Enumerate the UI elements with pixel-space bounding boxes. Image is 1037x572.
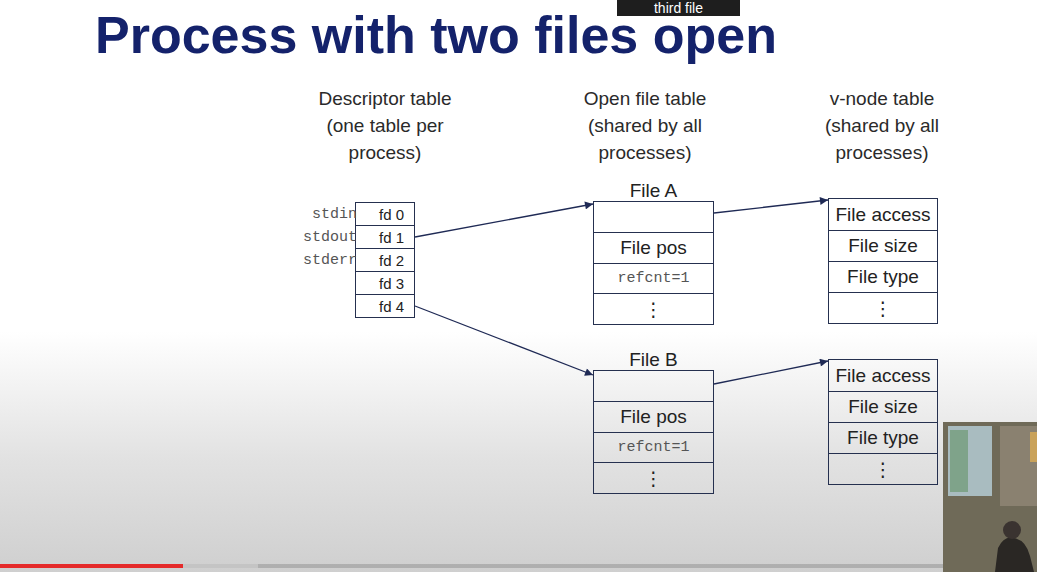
progress-track <box>0 564 1037 568</box>
descriptor-slot: stdinfd 0 <box>355 202 415 226</box>
field-cell: File type <box>829 422 937 453</box>
stream-name: stderr <box>303 252 357 269</box>
progress-played <box>0 564 183 568</box>
field-name: ⋮ <box>874 297 893 320</box>
field-name: File pos <box>620 237 687 259</box>
webcam-frame <box>943 422 1037 572</box>
field-name: File access <box>835 365 930 387</box>
field-cell: File access <box>829 199 937 230</box>
vnode-entry: File accessFile sizeFile type ⋮ <box>828 198 938 324</box>
entry-heading: File A <box>593 180 714 201</box>
table-frame: File pos refcnt=1 ⋮ <box>593 370 714 494</box>
field-cell: refcnt=1 <box>594 432 713 462</box>
field-name: File pos <box>620 406 687 428</box>
table-frame: File pos refcnt=1 ⋮ <box>593 201 714 325</box>
vnode-entry: File accessFile sizeFile type ⋮ <box>828 359 938 485</box>
field-cell: ⋮ <box>829 292 937 323</box>
field-cell: ⋮ <box>829 453 937 484</box>
field-name: ⋮ <box>644 298 663 321</box>
field-name: File size <box>848 235 918 257</box>
field-cell: refcnt=1 <box>594 263 713 293</box>
pointer-arrow <box>714 361 828 384</box>
webcam-picture <box>1030 432 1037 462</box>
descriptor-number: fd 3 <box>379 275 404 292</box>
open-file-entry: File B File pos refcnt=1 ⋮ <box>593 349 714 494</box>
stream-name: stdin <box>312 206 357 223</box>
refcount-field: refcnt=1 <box>617 270 689 287</box>
pointer-arrow <box>714 200 828 213</box>
descriptor-number: fd 4 <box>379 298 404 315</box>
video-subtitle: third file <box>617 0 740 16</box>
pointer-cell <box>594 371 713 401</box>
field-name: ⋮ <box>644 467 663 490</box>
field-name: ⋮ <box>874 458 893 481</box>
webcam-person <box>995 537 1034 572</box>
field-cell: File access <box>829 360 937 391</box>
field-cell: File pos <box>594 232 713 263</box>
webcam-window-tree <box>950 430 968 492</box>
entry-heading: File B <box>593 349 714 370</box>
descriptor-number: fd 1 <box>379 229 404 246</box>
field-name: File type <box>847 266 919 288</box>
table-frame: File accessFile sizeFile type ⋮ <box>828 359 938 485</box>
pointer-cell <box>594 202 713 232</box>
column-heading: Open file table (shared by all processes… <box>570 85 720 166</box>
field-cell: File pos <box>594 401 713 432</box>
descriptor-slot: stdoutfd 1 <box>355 225 415 249</box>
refcount-field: refcnt=1 <box>617 439 689 456</box>
webcam-head <box>1003 521 1021 539</box>
webcam-window <box>948 426 992 496</box>
field-cell: ⋮ <box>594 293 713 324</box>
pointer-arrow <box>415 204 593 237</box>
field-cell: File type <box>829 261 937 292</box>
column-heading: Descriptor table (one table per process) <box>310 85 460 166</box>
descriptor-slot: stderrfd 2 <box>355 248 415 272</box>
pointer-arrow <box>415 306 593 375</box>
field-name: File access <box>835 204 930 226</box>
open-file-entry: File A File pos refcnt=1 ⋮ <box>593 180 714 325</box>
progress-buffer <box>0 564 258 568</box>
stream-name: stdout <box>303 229 357 246</box>
descriptor-number: fd 2 <box>379 252 404 269</box>
field-name: File size <box>848 396 918 418</box>
descriptor-number: fd 0 <box>379 206 404 223</box>
connectors <box>415 200 828 384</box>
column-heading: v-node table (shared by all processes) <box>807 85 957 166</box>
webcam-wall <box>1000 426 1037 506</box>
field-cell: File size <box>829 230 937 261</box>
field-cell: File size <box>829 391 937 422</box>
field-name: File type <box>847 427 919 449</box>
descriptor-slot: fd 3 <box>355 271 415 295</box>
slide-title: Process with two files open <box>95 9 777 61</box>
table-frame: File accessFile sizeFile type ⋮ <box>828 198 938 324</box>
field-cell: ⋮ <box>594 462 713 493</box>
descriptor-slot: fd 4 <box>355 294 415 318</box>
